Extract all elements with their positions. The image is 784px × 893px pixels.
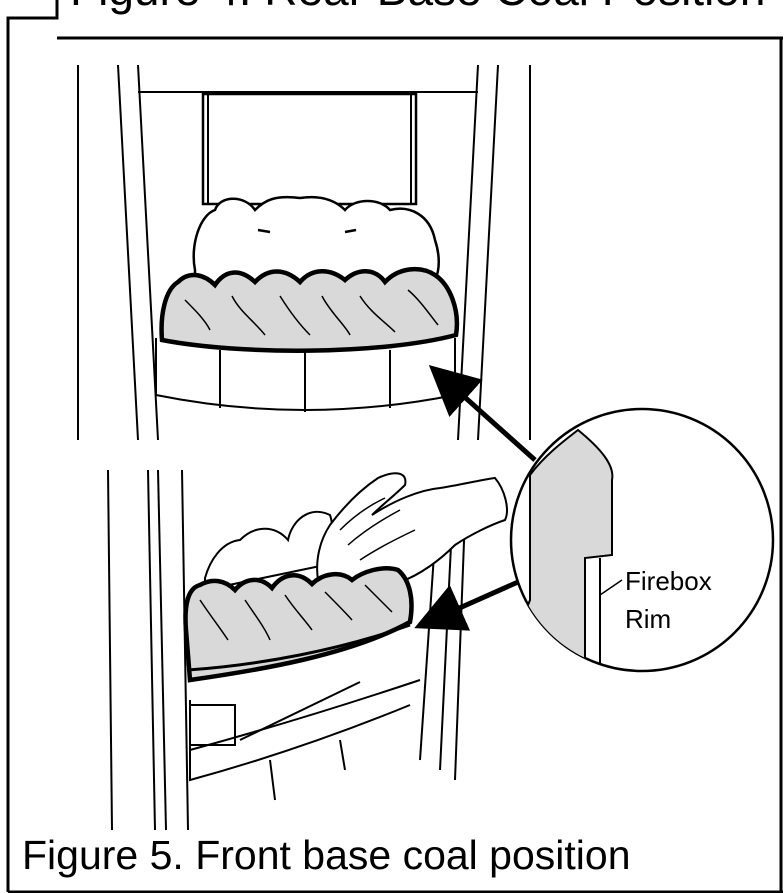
upper-arrow bbox=[440, 375, 535, 460]
callout-firebox-label: Firebox bbox=[625, 566, 712, 596]
upper-front-coals bbox=[162, 269, 457, 351]
previous-figure-title: Figure 4. Rear Base Coal Position bbox=[70, 0, 765, 12]
lower-front-coals bbox=[186, 568, 412, 680]
hand bbox=[317, 473, 507, 589]
lower-rear-coals bbox=[205, 512, 332, 590]
detail-magnifier: Firebox Rim bbox=[500, 409, 773, 680]
lower-arrow bbox=[428, 582, 518, 622]
figure-caption: Figure 5. Front base coal position bbox=[22, 835, 631, 876]
callout-rim-label: Rim bbox=[625, 604, 671, 634]
